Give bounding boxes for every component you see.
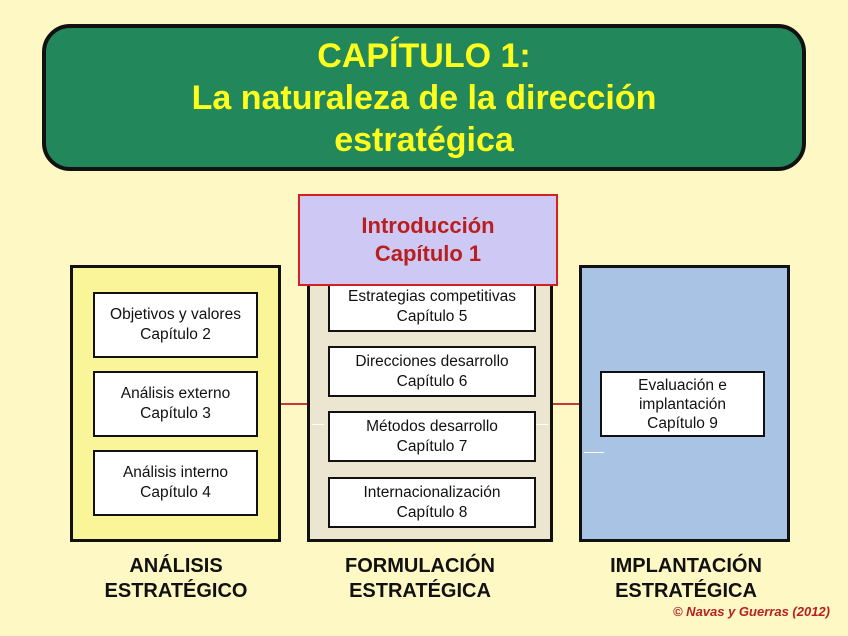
item-title: Análisis externo bbox=[120, 385, 231, 402]
introduccion-box: Introducción Capítulo 1 bbox=[298, 194, 558, 286]
item-chapter: Capítulo 4 bbox=[140, 484, 211, 501]
item-title: Evaluación e bbox=[638, 376, 727, 394]
item-chapter: Capítulo 2 bbox=[140, 326, 211, 343]
item-chapter: Capítulo 5 bbox=[396, 308, 468, 325]
item-title: Estrategias competitivas bbox=[348, 288, 516, 305]
middle-column-tick bbox=[312, 424, 324, 425]
item-title: Objetivos y valores bbox=[110, 306, 241, 323]
chapter-title-line2: La naturaleza de la dirección bbox=[191, 78, 657, 117]
item-chapter: Capítulo 7 bbox=[396, 437, 468, 455]
left-middle-connector bbox=[281, 403, 307, 405]
item-chapter: Capítulo 3 bbox=[140, 405, 211, 422]
label-line1: ANÁLISIS bbox=[129, 555, 223, 577]
item-title: Direcciones desarrollo bbox=[355, 352, 509, 370]
right-column-tick bbox=[584, 452, 604, 453]
item-chapter: Capítulo 8 bbox=[396, 503, 468, 521]
label-line2: ESTRATÉGICO bbox=[104, 580, 248, 602]
label-line1: IMPLANTACIÓN bbox=[610, 555, 762, 577]
label-line1: FORMULACIÓN bbox=[345, 555, 495, 577]
objetivos-valores-box: Objetivos y valores Capítulo 2 bbox=[93, 292, 258, 358]
chapter-title-banner: CAPÍTULO 1: La naturaleza de la direcció… bbox=[42, 24, 806, 171]
internacionalizacion-box: Internacionalización Capítulo 8 bbox=[328, 477, 536, 528]
item-title: Análisis interno bbox=[122, 464, 229, 481]
chapter-title-line1: CAPÍTULO 1: bbox=[317, 36, 531, 75]
item-chapter: Capítulo 9 bbox=[647, 414, 718, 432]
direcciones-desarrollo-box: Direcciones desarrollo Capítulo 6 bbox=[328, 346, 536, 397]
analisis-externo-box: Análisis externo Capítulo 3 bbox=[93, 371, 258, 437]
item-chapter: Capítulo 6 bbox=[396, 372, 468, 390]
label-line2: ESTRATÉGICA bbox=[615, 580, 757, 602]
evaluacion-implantacion-box: Evaluación e implantación Capítulo 9 bbox=[600, 371, 765, 437]
analisis-estrategico-label: ANÁLISIS ESTRATÉGICO bbox=[46, 554, 306, 604]
middle-right-connector bbox=[553, 403, 579, 405]
item-title: Métodos desarrollo bbox=[366, 417, 498, 435]
middle-column-tick bbox=[536, 424, 548, 425]
estrategias-competitivas-box: Estrategias competitivas Capítulo 5 bbox=[328, 282, 536, 332]
metodos-desarrollo-box: Métodos desarrollo Capítulo 7 bbox=[328, 411, 536, 462]
label-line2: ESTRATÉGICA bbox=[349, 580, 491, 602]
item-title: Internacionalización bbox=[363, 483, 501, 501]
analisis-interno-box: Análisis interno Capítulo 4 bbox=[93, 450, 258, 516]
intro-title: Introducción bbox=[361, 213, 495, 238]
formulacion-estrategica-label: FORMULACIÓN ESTRATÉGICA bbox=[290, 554, 550, 604]
implantacion-estrategica-label: IMPLANTACIÓN ESTRATÉGICA bbox=[556, 554, 816, 604]
intro-chapter: Capítulo 1 bbox=[374, 241, 482, 266]
chapter-title-line3: estratégica bbox=[334, 120, 514, 159]
copyright-notice: © Navas y Guerras (2012) bbox=[672, 604, 830, 619]
item-subtitle: implantación bbox=[638, 395, 727, 413]
